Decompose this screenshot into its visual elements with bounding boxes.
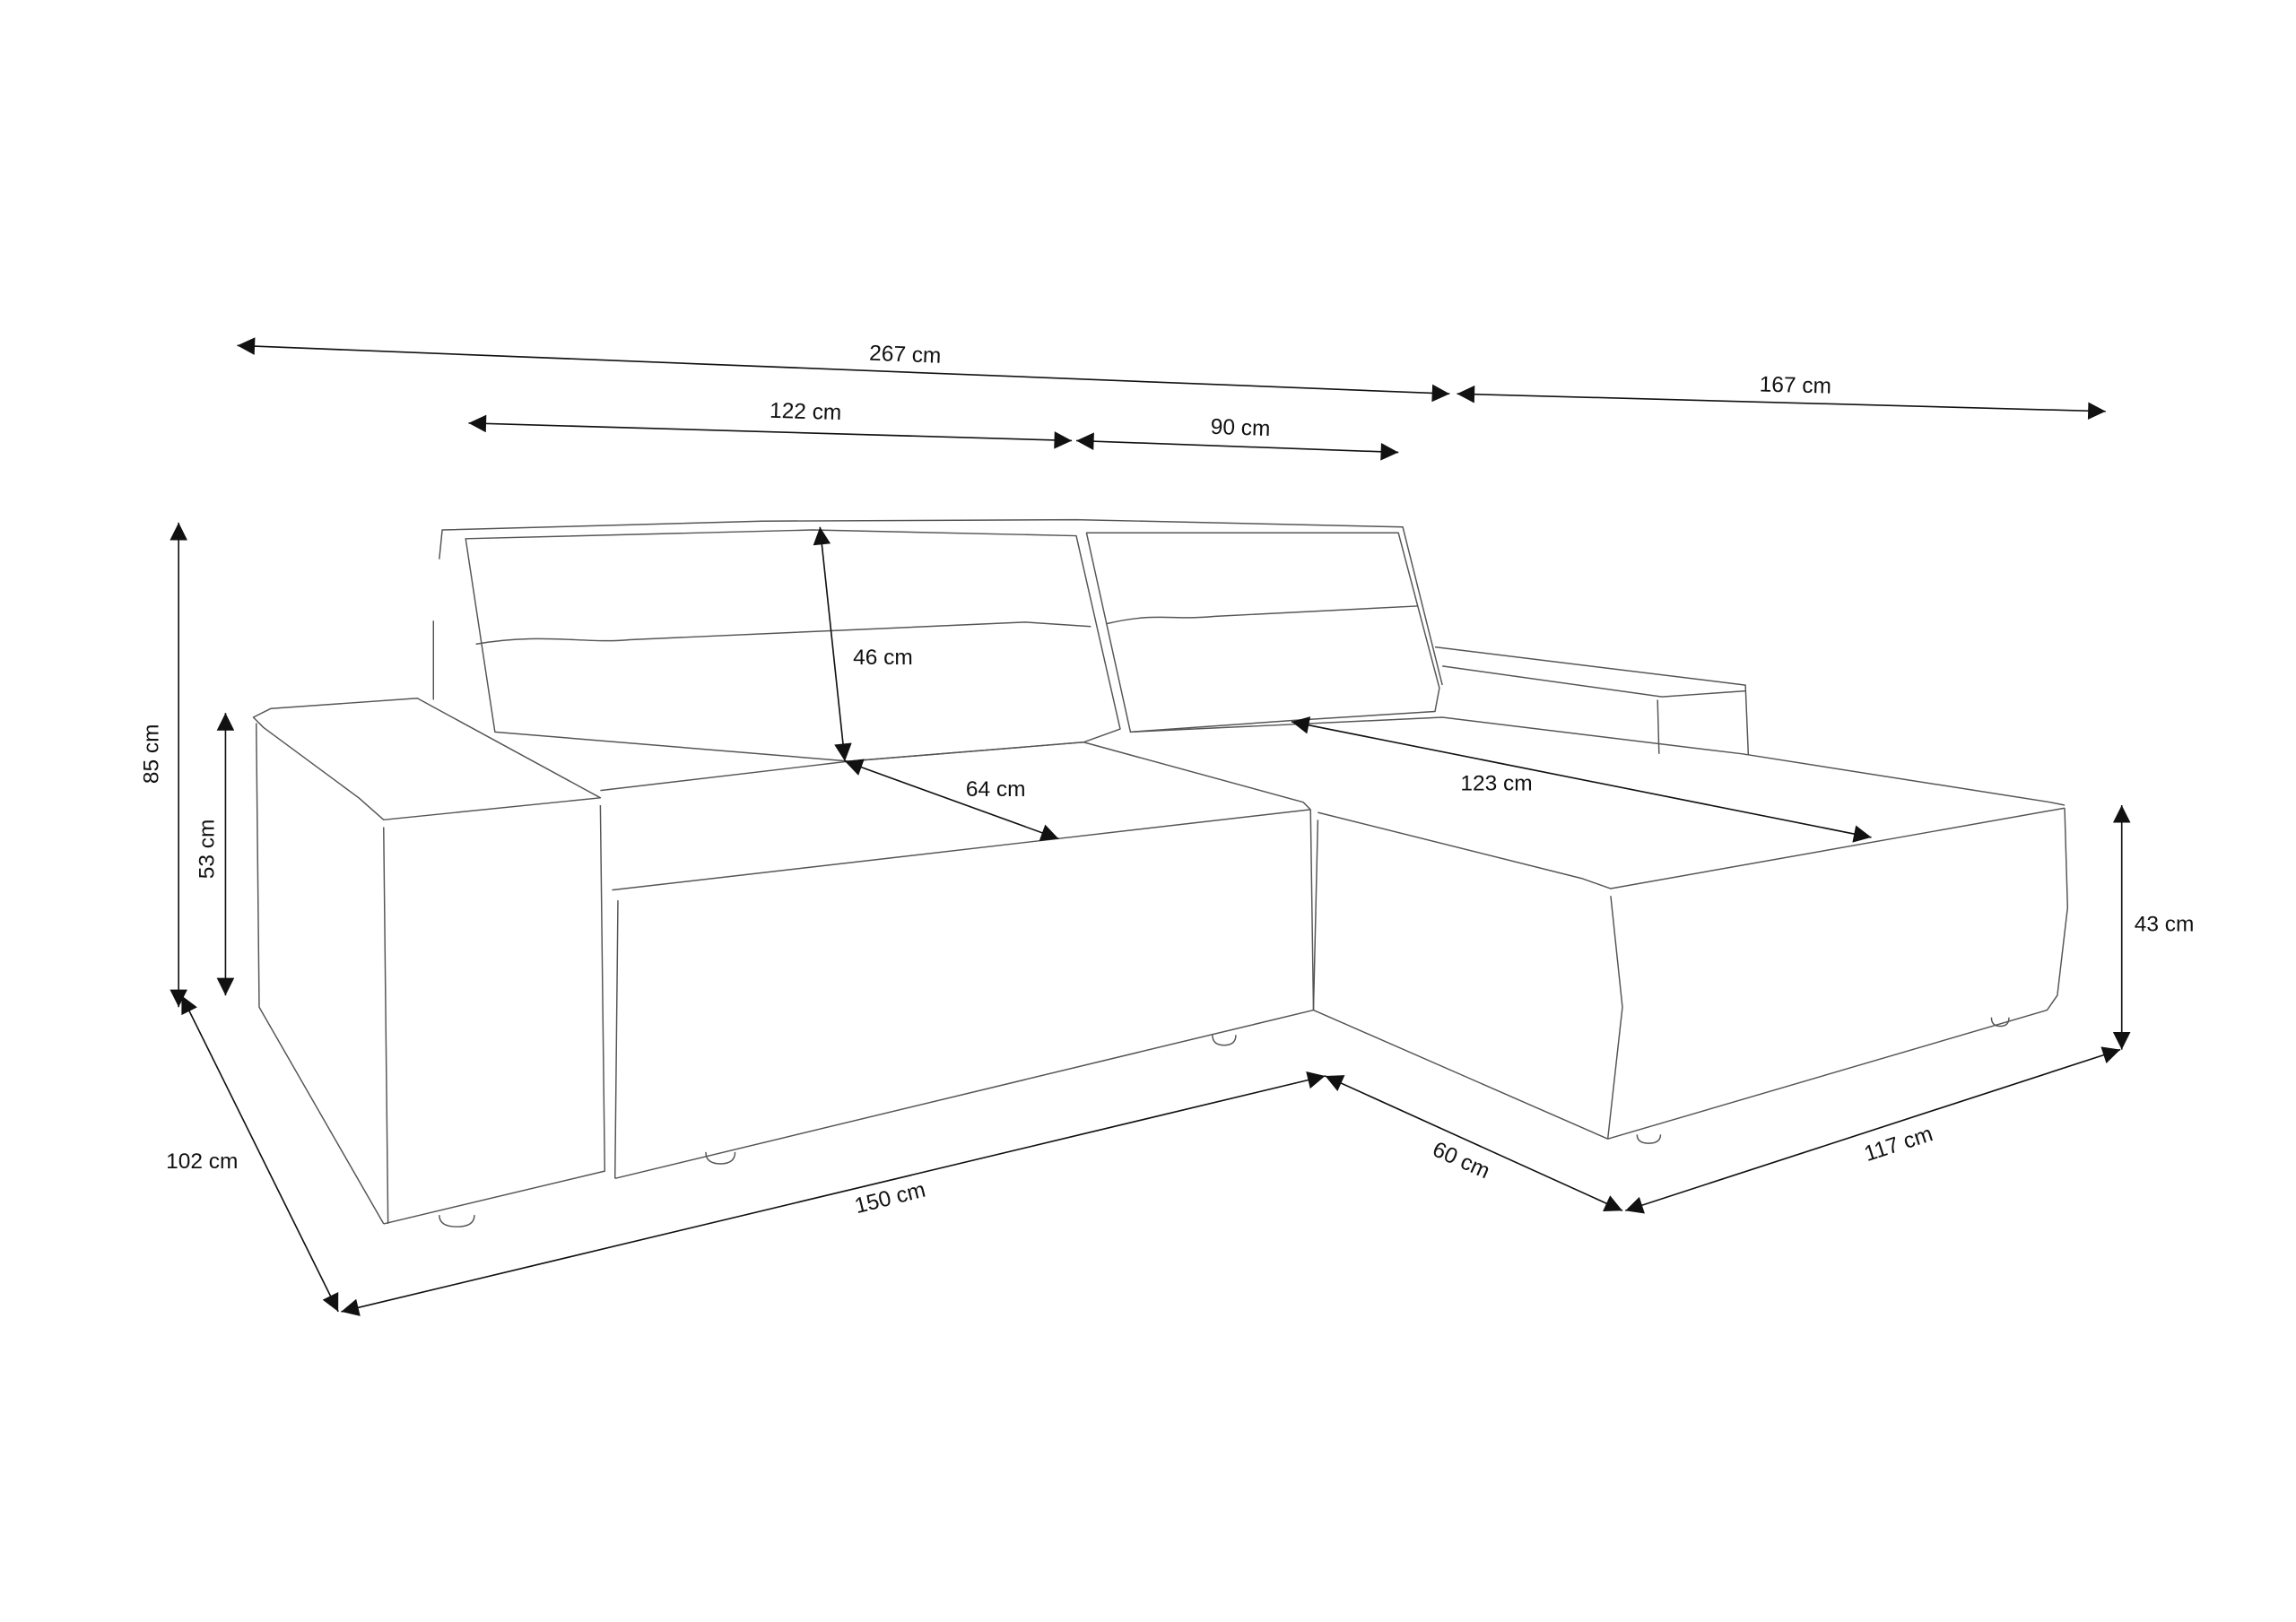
dim-line-46 [813,526,852,762]
label-total-height: 85 cm [139,724,163,785]
label-backrest-height: 46 cm [853,646,913,670]
dim-line-267 [237,337,1450,403]
dim-line-122 [468,414,1073,449]
dim-line-123 [1291,716,1872,843]
label-seat-height: 43 cm [2135,912,2195,936]
dim-line-60 [1325,1075,1623,1212]
dim-line-150 [341,1071,1326,1316]
sofa-inner-lines [252,518,2069,1227]
label-total-depth: 102 cm [166,1149,238,1174]
label-chaise-side-length: 117 cm [1861,1122,1935,1167]
dim-line-102 [180,994,339,1313]
dimension-lines [170,337,2131,1316]
label-chaise-width: 60 cm [1429,1137,1493,1184]
dim-line-64 [844,759,1059,842]
dim-line-117 [1624,1046,2121,1214]
dim-line-90 [1075,432,1399,461]
label-sofa-section-width: 122 cm [770,399,842,425]
dim-line-167 [1457,385,2106,421]
sofa-outline [252,518,2069,1227]
label-seat-depth: 64 cm [966,777,1026,802]
label-armrest-height: 53 cm [195,820,219,880]
label-chaise-section-width: 90 cm [1210,415,1271,441]
label-chaise-length: 167 cm [1759,373,1831,399]
label-total-width: 267 cm [869,342,942,369]
label-chaise-seat-length: 123 cm [1460,772,1532,796]
dimension-labels: 267 cm 167 cm 122 cm 90 cm 85 cm 53 cm 4… [139,342,2194,1219]
label-front-length: 150 cm [852,1178,927,1219]
